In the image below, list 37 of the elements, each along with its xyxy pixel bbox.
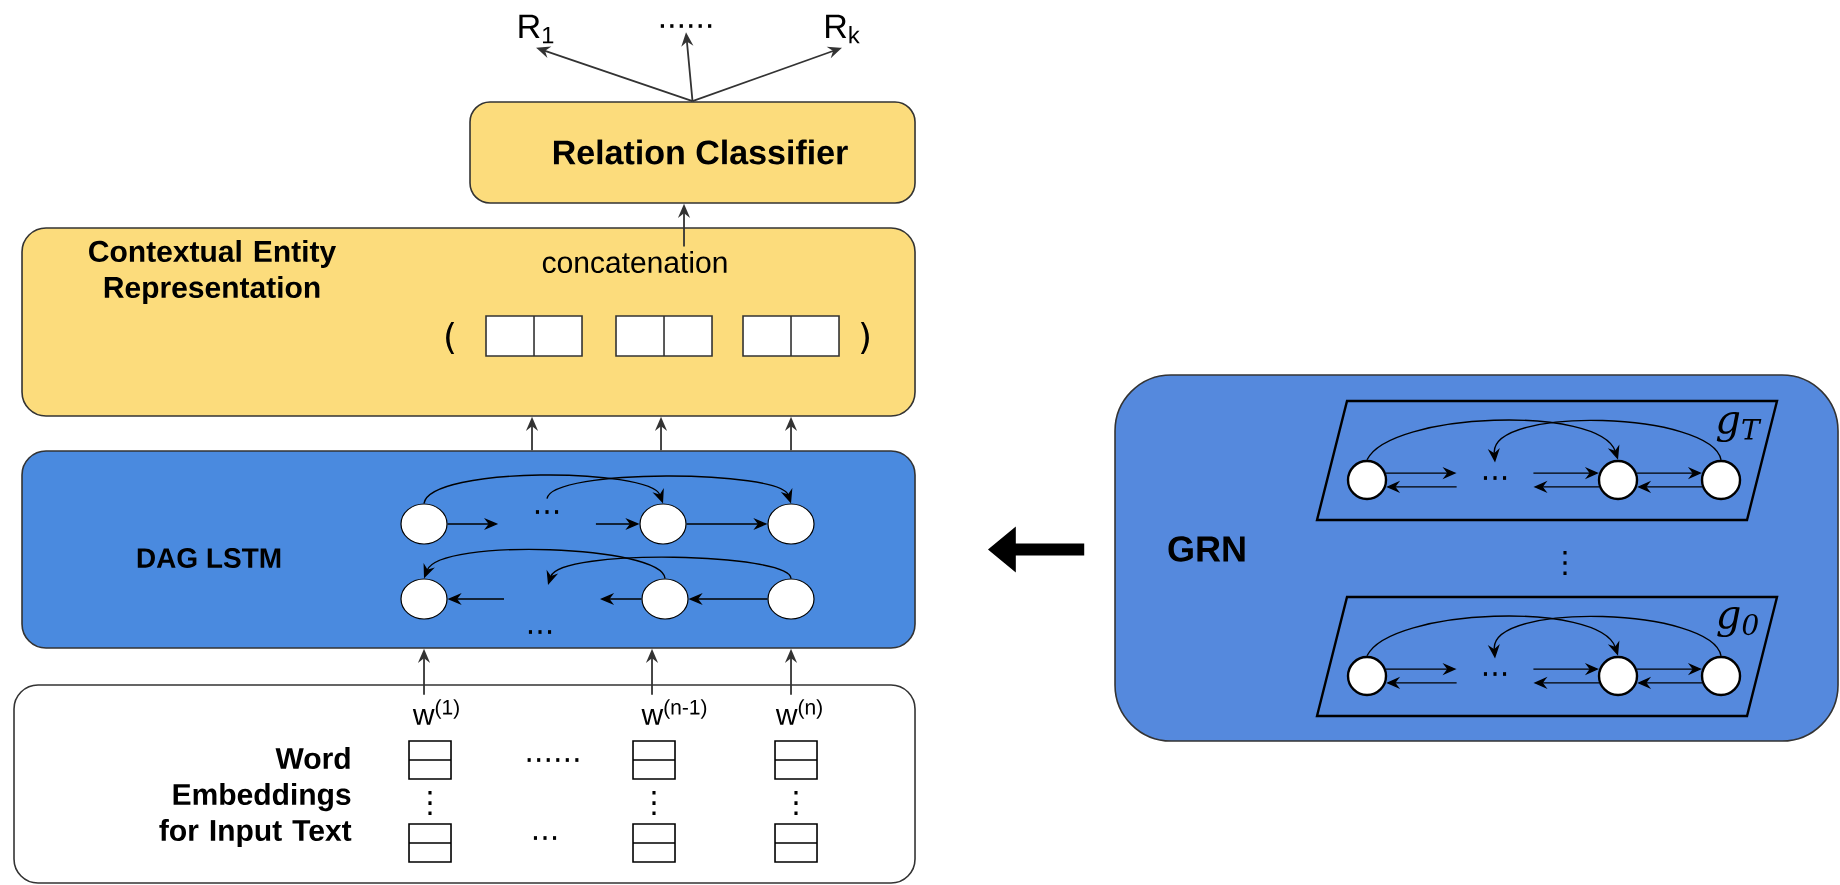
state-circle: [1700, 655, 1742, 697]
state-circle: [400, 578, 448, 620]
classifier-box: Relation Classifier: [469, 101, 916, 204]
state-circle: [1346, 459, 1388, 501]
output-label: R$_{k}$: [826, 14, 860, 44]
state-circle: [641, 578, 689, 620]
state-circle: [767, 503, 815, 545]
input-label: w$^{(n-1)}$: [641, 699, 707, 725]
input-label: w$^{(n)}$: [775, 699, 822, 725]
arrow: [1366, 615, 1620, 657]
output-label: R$_{1}$: [519, 14, 554, 44]
state-circle: [639, 503, 687, 545]
ellipsis-mark: ......: [527, 758, 579, 762]
ellipsis-mark: ⋮: [1563, 550, 1567, 576]
arrow: [423, 474, 664, 505]
state-circle: [1597, 459, 1639, 501]
state-circle: [400, 503, 448, 545]
output-label: ......: [660, 24, 712, 28]
ellipsis-mark: ...: [1483, 476, 1507, 480]
ellipsis-mark: ...: [1483, 672, 1507, 676]
arrow: [1366, 419, 1620, 461]
state-circle: [1597, 655, 1639, 697]
arrow: [546, 556, 792, 585]
ellipsis-mark: ⋮: [794, 790, 798, 816]
ellipsis-mark: ...: [535, 510, 559, 514]
ellipsis-mark: ⋮: [652, 790, 656, 816]
bracket-sign: (: [446, 321, 455, 355]
arrow: [423, 548, 666, 580]
ellipsis-mark: ...: [533, 836, 557, 840]
ellipsis-mark: ...: [528, 630, 552, 634]
state-circle: [1346, 655, 1388, 697]
state-circle: [767, 578, 815, 620]
operation-label: concatenation: [542, 251, 727, 273]
ellipsis-mark: ⋮: [428, 790, 432, 816]
state-circle: [1700, 459, 1742, 501]
bracket-sign: ): [860, 321, 869, 355]
input-label: w$^{(1)}$: [412, 699, 459, 725]
